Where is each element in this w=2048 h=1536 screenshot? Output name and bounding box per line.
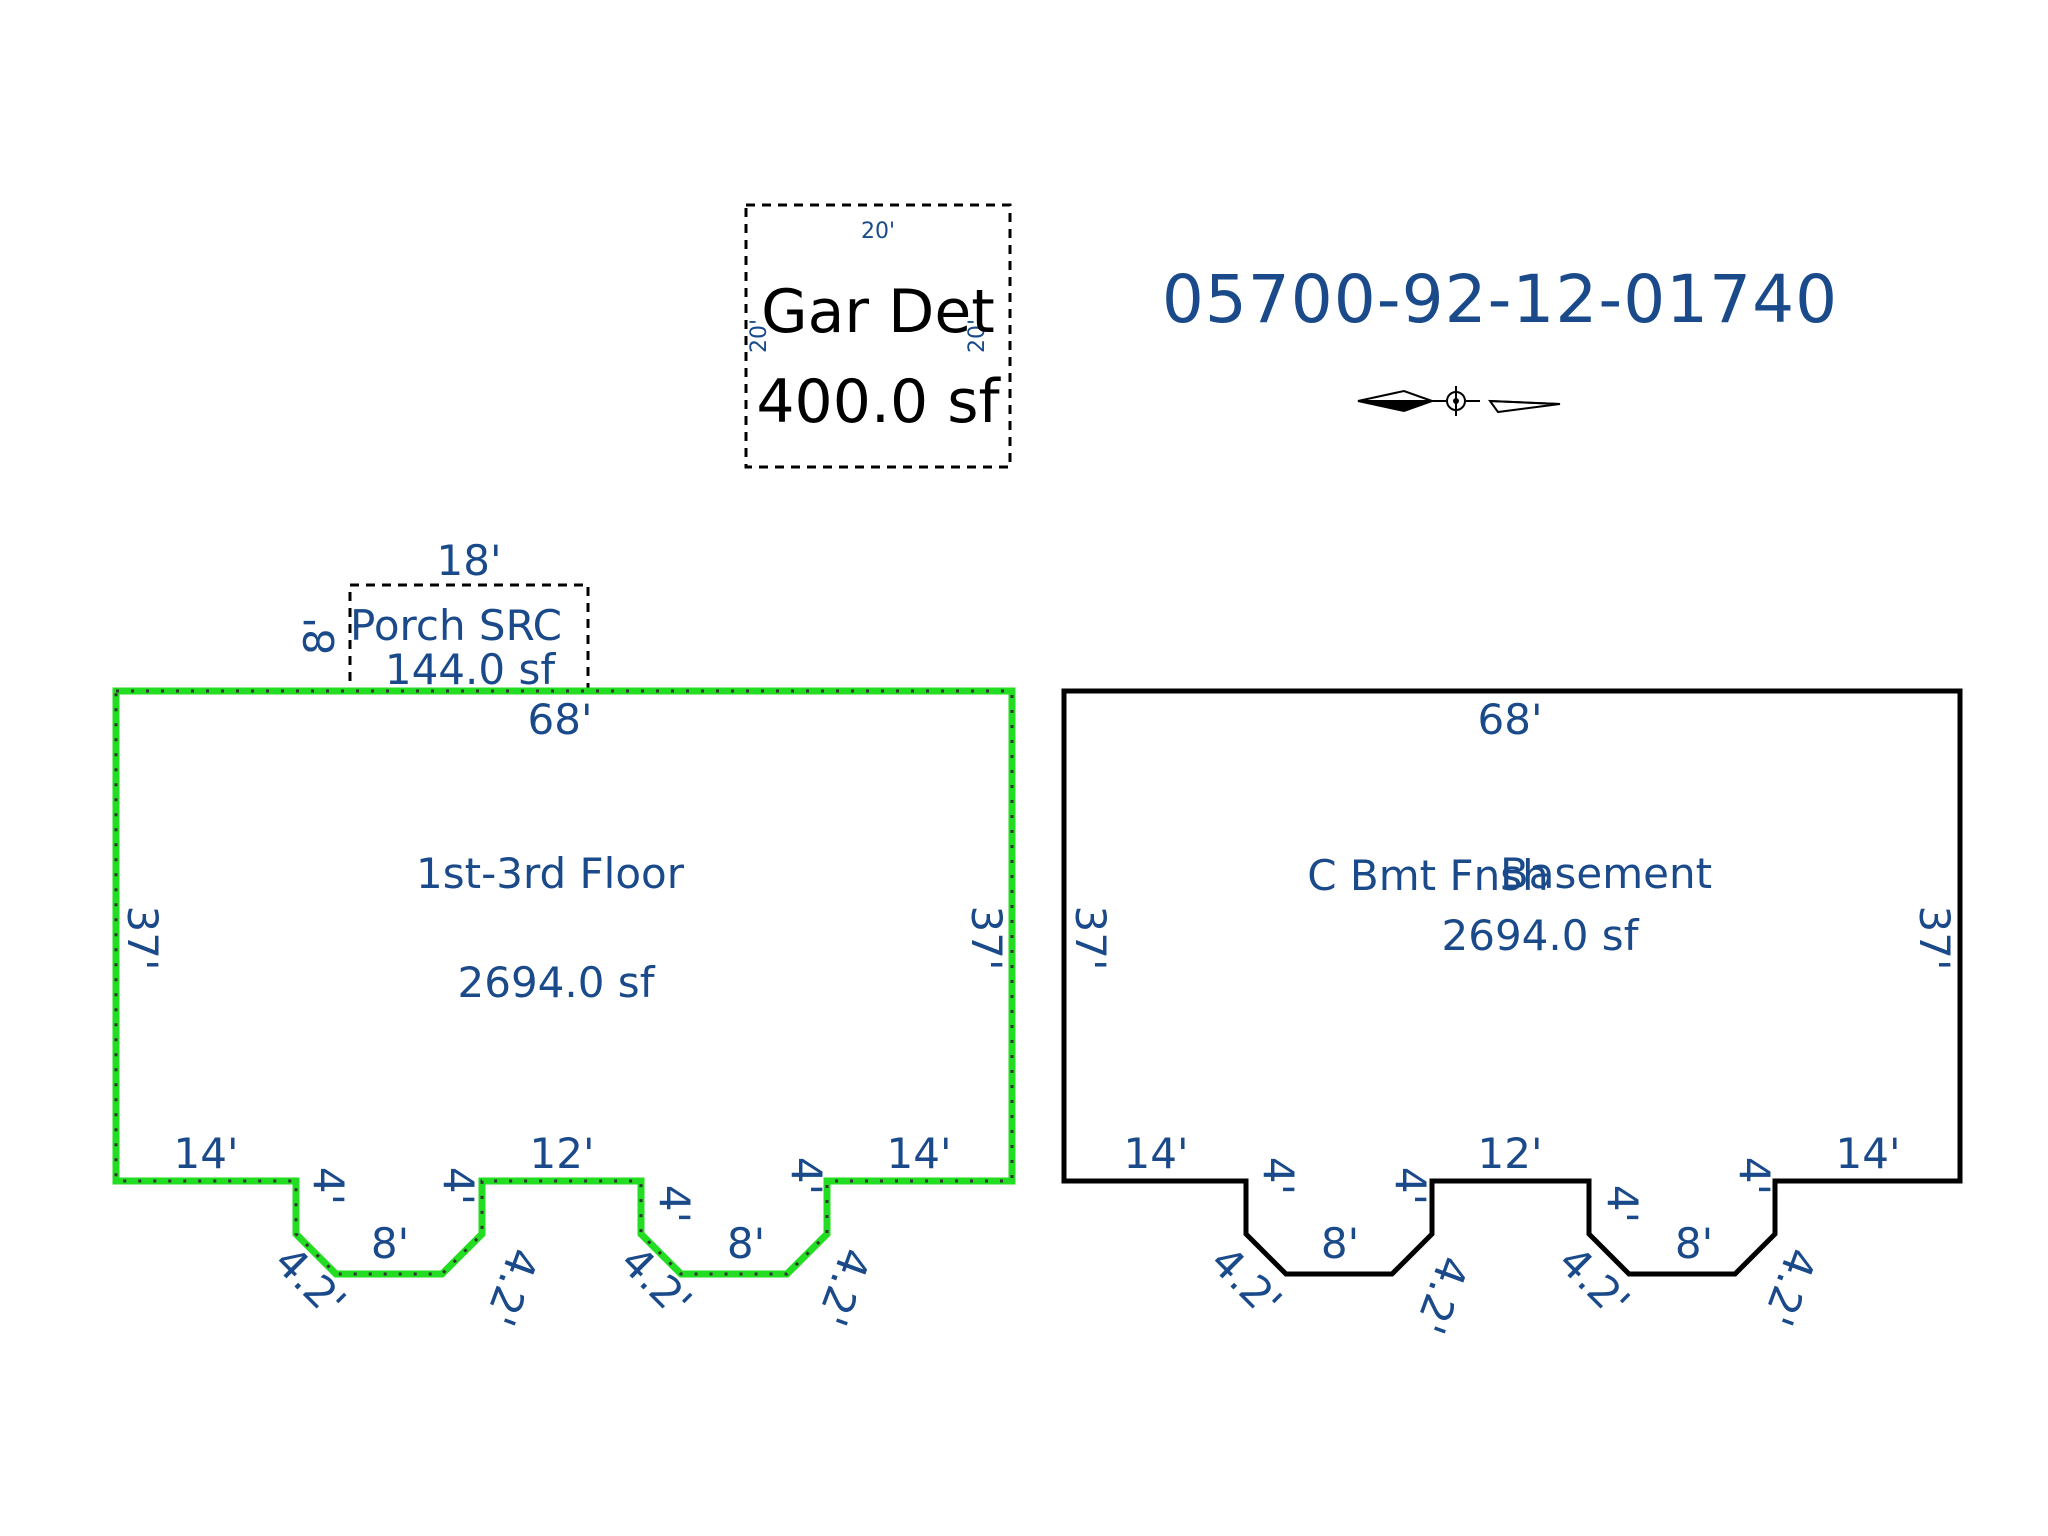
basement-notch1-depth-left: 4' — [1254, 1157, 1303, 1195]
floor-dim-bottom-left: 14' — [174, 1129, 239, 1178]
floor-dim-bottom-mid: 12' — [530, 1129, 595, 1178]
garage-dim-right: 20' — [965, 319, 990, 353]
floor-notch2-depth-left: 4' — [650, 1185, 699, 1223]
floor-notch1-bottom: 8' — [371, 1219, 409, 1268]
floor-notch2-depth-right: 4' — [782, 1157, 831, 1195]
basement-notch1-depth-right: 4' — [1386, 1167, 1435, 1205]
floor-name: 1st-3rd Floor — [416, 849, 685, 898]
basement-notch1-diag-right: 4.2' — [1405, 1250, 1478, 1340]
basement-notch2-depth-right: 4' — [1730, 1157, 1779, 1195]
porch-src: 18' 8' Porch SRC 144.0 sf — [295, 536, 590, 694]
basement-dim-top: 68' — [1478, 695, 1543, 744]
floor-dim-top: 68' — [528, 695, 593, 744]
basement-notch2-depth-left: 4' — [1598, 1185, 1647, 1223]
north-arrow-icon — [1357, 386, 1561, 416]
basement-notch2-diag-right: 4.2' — [1753, 1242, 1826, 1332]
basement-dim-right: 37' — [1910, 906, 1959, 971]
floor-notch2-diag-right: 4.2' — [807, 1242, 880, 1332]
floor-notch2-diag-left: 4.2' — [611, 1237, 701, 1327]
floor-dim-left: 37' — [118, 906, 167, 971]
basement-notch2-bottom: 8' — [1675, 1219, 1713, 1268]
floor-notch1-depth-right: 4' — [434, 1167, 483, 1205]
basement-name-a: C Bmt Fnsh — [1307, 851, 1549, 900]
garage-detached: 20' 20' 20' Gar Det 400.0 sf — [744, 203, 1012, 469]
garage-dim-top: 20' — [861, 219, 895, 244]
floor-area: 2694.0 sf — [458, 958, 656, 1007]
floor-notch1-diag-right: 4.2' — [475, 1242, 548, 1332]
garage-area: 400.0 sf — [756, 367, 1001, 437]
floor-dim-bottom-right: 14' — [887, 1129, 952, 1178]
floor-dim-right: 37' — [962, 906, 1011, 971]
porch-name: Porch SRC — [350, 601, 562, 650]
basement-area: 2694.0 sf — [1442, 911, 1640, 960]
basement-notch2-diag-left: 4.2' — [1549, 1237, 1639, 1327]
basement-dim-bottom-mid: 12' — [1478, 1129, 1543, 1178]
basement-dim-bottom-right: 14' — [1836, 1129, 1901, 1178]
porch-dim-top: 18' — [437, 536, 502, 585]
parcel-id: 05700-92-12-01740 — [1162, 261, 1838, 338]
floor-notch2-bottom: 8' — [727, 1219, 765, 1268]
basement-notch1-diag-left: 4.2' — [1201, 1237, 1291, 1327]
porch-area: 144.0 sf — [385, 645, 556, 694]
floor-notch1-depth-left: 4' — [304, 1167, 353, 1205]
basement: 68' 37' 37' C Bmt Fnsh Basement 2694.0 s… — [1061, 688, 1963, 1340]
garage-dim-left: 20' — [747, 319, 772, 353]
garage-name: Gar Det — [761, 277, 995, 347]
floor-notch1-diag-left: 4.2' — [265, 1237, 355, 1327]
basement-dim-left: 37' — [1066, 906, 1115, 971]
basement-dim-bottom-left: 14' — [1124, 1129, 1189, 1178]
basement-name-b: Basement — [1500, 849, 1712, 898]
basement-notch1-bottom: 8' — [1321, 1219, 1359, 1268]
floor-1st-3rd: 68' 37' 37' 1st-3rd Floor 2694.0 sf 14' … — [112, 687, 1016, 1332]
porch-dim-left: 8' — [295, 617, 344, 655]
